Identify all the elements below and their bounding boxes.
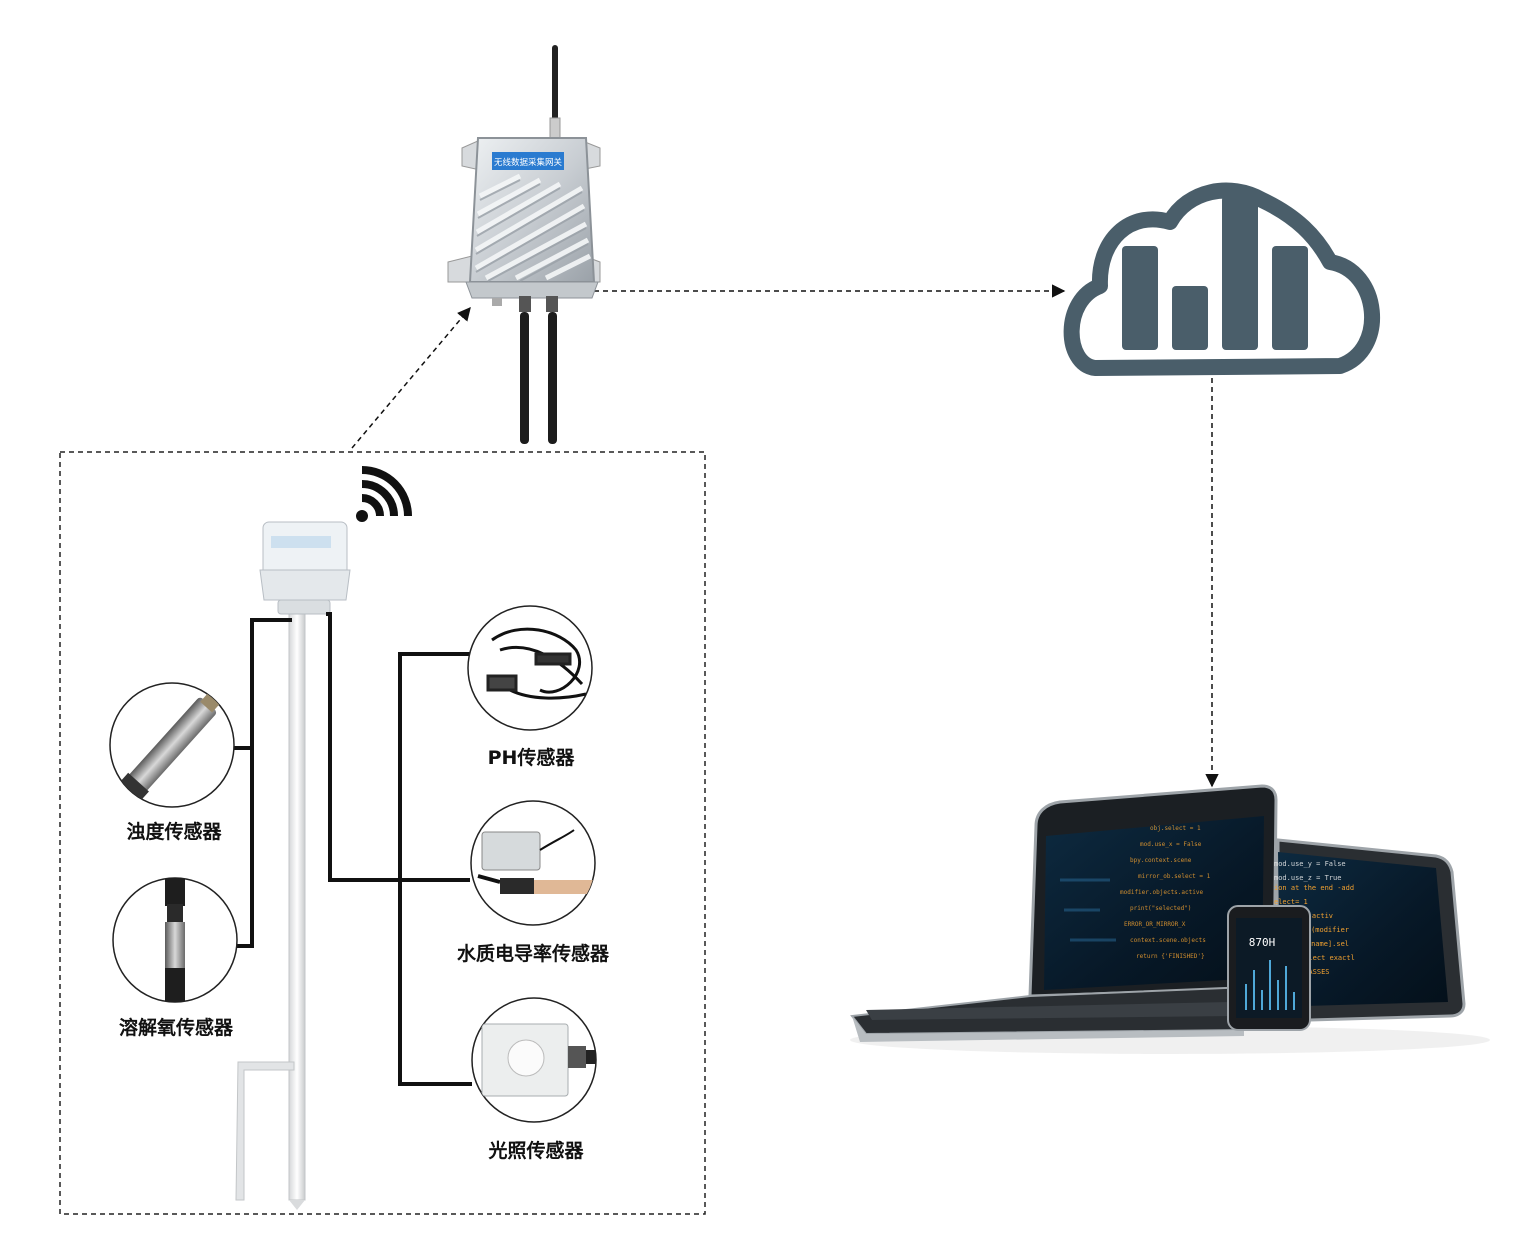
turbidity-sensor-image	[109, 682, 235, 808]
sensor-label-turbidity: 浊度传感器	[126, 820, 222, 843]
phone: 870H	[1227, 905, 1311, 1031]
svg-text:context.scene.objects: context.scene.objects	[1130, 937, 1206, 944]
conductivity-sensor-image	[470, 800, 596, 926]
svg-text:[one.name].sel: [one.name].sel	[1290, 940, 1349, 948]
svg-text:obj.select = 1: obj.select = 1	[1150, 825, 1201, 832]
cloud-chart-icon	[1063, 182, 1380, 376]
svg-text:ERROR_OR_MIRROR_X: ERROR_OR_MIRROR_X	[1124, 921, 1186, 928]
svg-text:mirror_ob.select = 1: mirror_ob.select = 1	[1138, 873, 1211, 880]
sensor-label-conductivity: 水质电导率传感器	[457, 942, 610, 965]
gateway-name-plate	[492, 152, 564, 170]
sensor-label-dissolved-oxygen: 溶解氧传感器	[119, 1016, 234, 1039]
svg-text:return {'FINISHED'}: return {'FINISHED'}	[1136, 953, 1205, 960]
svg-text:bpy.context.scene: bpy.context.scene	[1130, 857, 1192, 864]
svg-text:mod.use_z = True: mod.use_z = True	[1274, 874, 1341, 882]
gateway-name-plate-text: 无线数据采集网关	[494, 157, 563, 168]
svg-text:CLASSES: CLASSES	[1300, 968, 1330, 976]
cloud-bar-chart	[1122, 196, 1308, 350]
ph-sensor-image	[467, 605, 593, 731]
svg-text:+ str(modifier: + str(modifier	[1290, 926, 1349, 934]
wifi-icon	[356, 466, 412, 522]
svg-text:ion at the end -add: ion at the end -add	[1274, 884, 1354, 892]
dissolved-oxygen-sensor-image	[112, 877, 238, 1003]
laptop: obj.select = 1 mod.use_x = False bpy.con…	[850, 784, 1319, 1042]
sensor-area-border	[59, 451, 706, 1215]
svg-text:mod.use_x = False: mod.use_x = False	[1140, 841, 1202, 848]
phone-reading: 870H	[1249, 936, 1276, 949]
tablet: mod.use_y = False mod.use_z = True ion a…	[1274, 838, 1466, 1022]
svg-text:mod.use_y = False: mod.use_y = False	[1274, 860, 1346, 868]
svg-text:print("selected"): print("selected")	[1130, 905, 1191, 912]
svg-text:modifier.objects.active: modifier.objects.active	[1120, 889, 1203, 896]
svg-text:select exactl: select exactl	[1300, 954, 1355, 962]
collector-pole	[235, 521, 351, 1210]
sensor-label-ph: PH传感器	[488, 746, 576, 769]
sensor-label-light: 光照传感器	[487, 1139, 584, 1162]
arrow-station-to-gateway	[351, 306, 471, 449]
light-sensor-image	[471, 997, 597, 1123]
sensor-wiring	[234, 612, 472, 1086]
gateway-device: 无线数据采集网关	[447, 45, 601, 444]
svg-text:elect= 1: elect= 1	[1274, 898, 1308, 906]
